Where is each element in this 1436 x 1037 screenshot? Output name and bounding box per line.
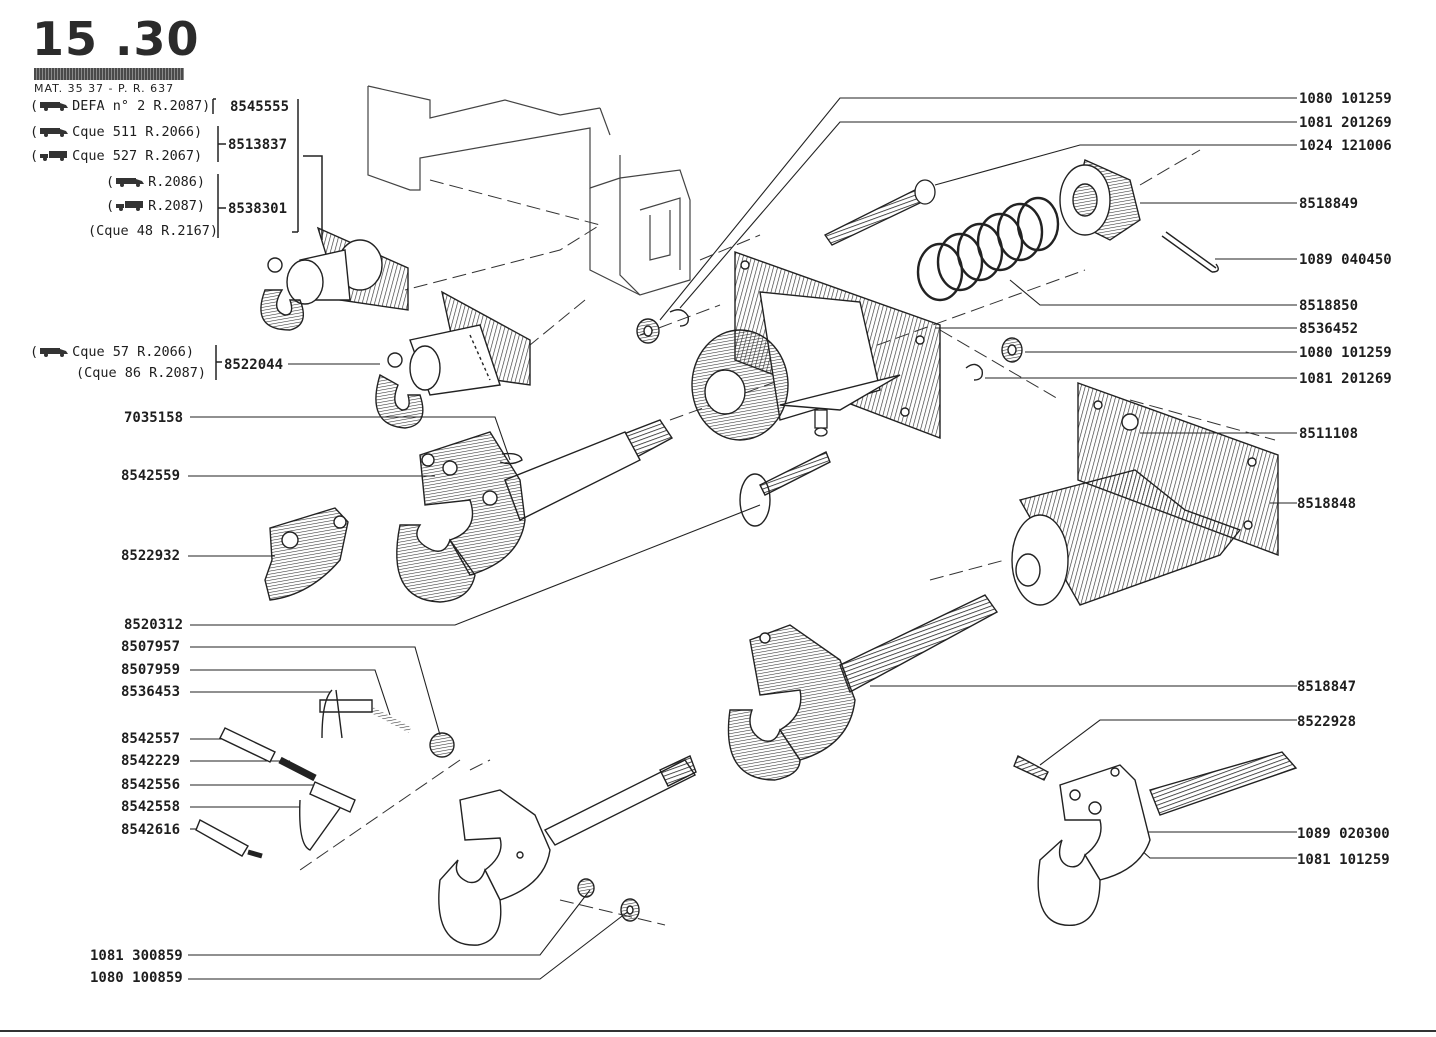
header-subtitle: MAT. 35 37 - P. R. 637	[34, 82, 175, 95]
ring-bolt-8520312	[739, 451, 831, 527]
housing-8536452	[691, 251, 941, 441]
header-bar	[34, 68, 184, 80]
page-bottom-rule	[0, 1030, 1436, 1032]
left-label-8542558: 8542558	[121, 799, 181, 815]
van-icon	[115, 175, 145, 187]
vehicle-note-7: (Cque 57 R.2066)	[30, 344, 195, 360]
right-label-1089-040450: 1089 040450	[1299, 252, 1392, 268]
left-label-8542229: 8542229	[121, 753, 181, 769]
left-label-1081-300859: 1081 300859	[90, 948, 183, 964]
vehicle-note-1: (DEFA n° 2 R.2087)	[30, 98, 211, 114]
vehicle-note-3: (Cque 527 R.2067)	[30, 148, 203, 164]
vehicle-note-2: (Cque 511 R.2066)	[30, 124, 203, 140]
left-label-8542556: 8542556	[121, 777, 181, 793]
right-label-8511108: 8511108	[1299, 426, 1359, 442]
left-label-8542559: 8542559	[121, 468, 181, 484]
right-label-8518849: 8518849	[1299, 196, 1359, 212]
left-label-8520312: 8520312	[124, 617, 184, 633]
van-icon	[39, 99, 69, 111]
right-label-1080-101259: 1080 101259	[1299, 91, 1392, 107]
left-label-8507957: 8507957	[121, 639, 181, 655]
right-label-1081-101259: 1081 101259	[1297, 852, 1390, 868]
leader-lines	[188, 97, 1297, 980]
right-label-1081-201269-b: 1081 201269	[1299, 371, 1392, 387]
hook-8522044	[375, 290, 531, 429]
nut-8518849	[1059, 159, 1141, 241]
van-icon	[39, 345, 69, 357]
hook-lower-left	[438, 755, 697, 946]
latch-plate-8522932	[264, 507, 349, 601]
small-pins-springs	[195, 689, 455, 859]
vehicle-frame-outline	[367, 85, 691, 296]
right-label-8536452: 8536452	[1299, 321, 1359, 337]
left-label-7035158: 7035158	[124, 410, 184, 426]
hook-8522928	[1013, 751, 1298, 926]
left-label-8542557: 8542557	[121, 731, 181, 747]
part-number-8522044: 8522044	[224, 357, 284, 373]
vehicle-note-4: (R.2086)	[106, 174, 206, 190]
housing-8518848	[1011, 382, 1279, 606]
hook-8542559	[396, 419, 674, 603]
left-label-8522932: 8522932	[121, 548, 181, 564]
vehicle-note-6: (Cque 48 R.2167)	[88, 223, 219, 239]
vehicle-note-8: (Cque 86 R.2087)	[76, 365, 207, 381]
section-number: 15 .30	[32, 12, 200, 66]
cotter-pin-1089-040450	[1161, 231, 1219, 273]
left-label-8536453: 8536453	[121, 684, 181, 700]
right-label-1081-201269: 1081 201269	[1299, 115, 1392, 131]
right-label-1080-101259-b: 1080 101259	[1299, 345, 1392, 361]
hook-8518847	[727, 594, 999, 781]
grease-nipple	[814, 409, 828, 437]
left-label-1080-100859: 1080 100859	[90, 970, 183, 986]
right-label-8518847: 8518847	[1297, 679, 1357, 695]
left-label-8542616: 8542616	[121, 822, 181, 838]
grouping-brackets	[212, 98, 323, 380]
bolt-1024-121006	[824, 179, 936, 246]
right-label-8522928: 8522928	[1297, 714, 1357, 730]
hook-8513837	[260, 226, 409, 331]
small-nuts-lower	[577, 878, 640, 922]
spring-8518850	[916, 196, 1060, 302]
truck-icon	[39, 149, 69, 161]
part-number-8545555: 8545555	[230, 99, 290, 115]
washer-group-top	[636, 309, 1023, 381]
right-label-1089-020300: 1089 020300	[1297, 826, 1390, 842]
part-number-8538301: 8538301	[228, 201, 288, 217]
van-icon	[39, 125, 69, 137]
left-label-8507959: 8507959	[121, 662, 181, 678]
truck-icon	[115, 199, 145, 211]
right-label-8518850: 8518850	[1299, 298, 1359, 314]
right-label-8518848: 8518848	[1297, 496, 1357, 512]
right-label-1024-121006: 1024 121006	[1299, 138, 1392, 154]
part-number-8513837: 8513837	[228, 137, 288, 153]
vehicle-note-5: (R.2087)	[106, 198, 206, 214]
